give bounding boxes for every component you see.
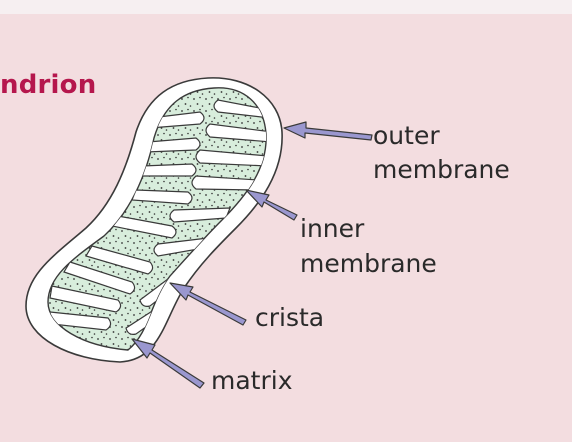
top-strip xyxy=(0,0,572,14)
label-crista: crista xyxy=(255,303,325,332)
cristae xyxy=(49,99,267,335)
label-outer-line1: outer xyxy=(373,121,440,150)
arrow-matrix xyxy=(131,338,205,389)
label-matrix: matrix xyxy=(211,366,293,395)
arrow-inner-membrane xyxy=(245,189,298,221)
figure-heading: ndrion xyxy=(0,70,97,100)
label-inner-line1: inner xyxy=(300,214,365,243)
arrow-crista xyxy=(169,282,247,326)
label-inner-line2: membrane xyxy=(300,249,437,278)
arrow-outer-membrane xyxy=(283,121,373,141)
arrows xyxy=(131,121,373,389)
label-outer-line2: membrane xyxy=(373,155,510,184)
